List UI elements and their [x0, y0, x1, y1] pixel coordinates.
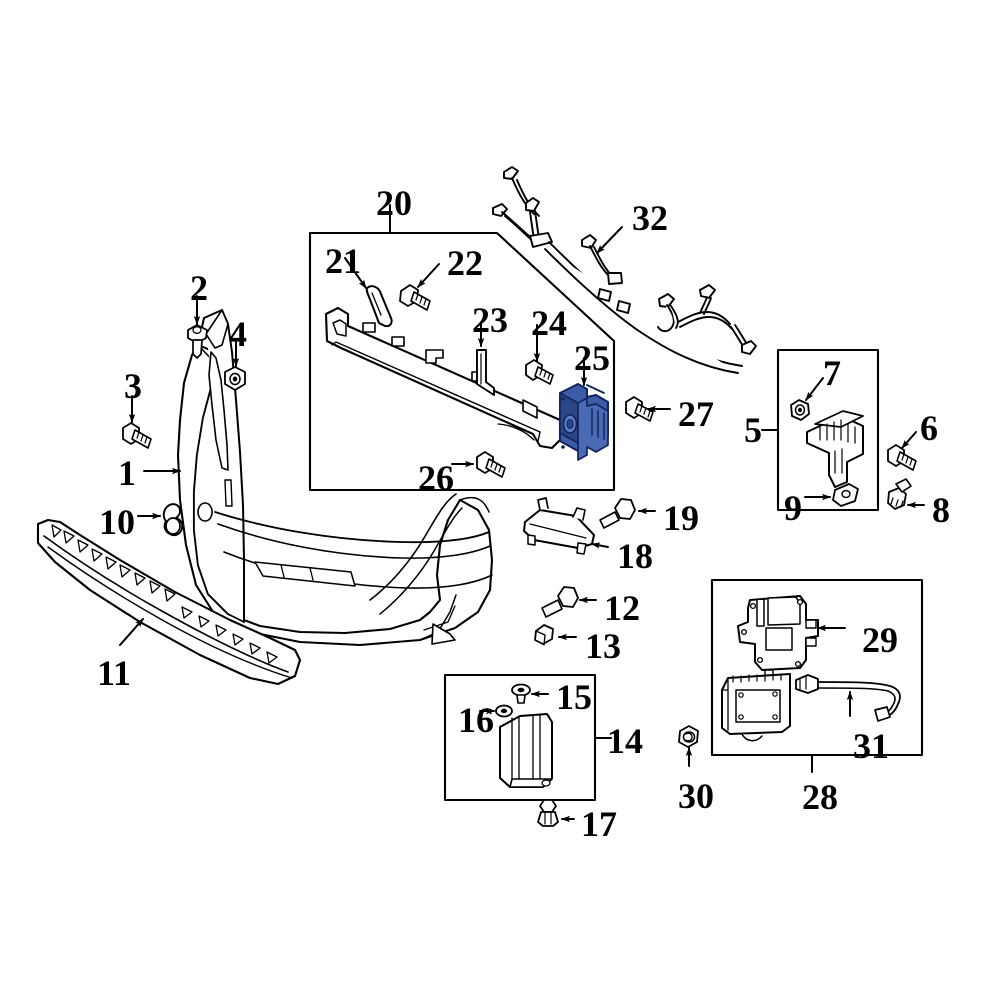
part-9-clip-nut: [832, 483, 859, 507]
part-7-nut: [790, 399, 810, 421]
arrow-7: [805, 377, 824, 401]
callout-2[interactable]: 2: [190, 268, 208, 308]
callout-30[interactable]: 30: [678, 776, 714, 816]
part-17-bolt: [537, 799, 559, 827]
group-box-20: [308, 204, 616, 492]
callout-29[interactable]: 29: [862, 620, 898, 660]
group-box-28: [710, 578, 924, 773]
callout-14[interactable]: 14: [607, 721, 643, 761]
callout-16[interactable]: 16: [458, 700, 494, 740]
arrow-21: [344, 257, 367, 289]
callout-4[interactable]: 4: [229, 314, 247, 354]
callout-8[interactable]: 8: [932, 490, 950, 530]
part-20-impact-bar: [324, 306, 562, 450]
arrow-18: [591, 542, 609, 549]
part-18-bracket: [523, 497, 595, 555]
part-8-bolt: [887, 478, 912, 510]
part-19-bolt: [599, 498, 636, 529]
callout-6[interactable]: 6: [920, 408, 938, 448]
part-24-bolt: [525, 359, 554, 385]
callout-1[interactable]: 1: [118, 453, 136, 493]
part-21-bracket: [365, 285, 393, 328]
callout-18[interactable]: 18: [617, 536, 653, 576]
part-13-nut: [534, 624, 554, 646]
arrow-32: [596, 226, 623, 254]
callout-11[interactable]: 11: [97, 653, 132, 693]
callout-15[interactable]: 15: [556, 677, 592, 717]
part-26-bolt: [476, 451, 506, 478]
part-25-distance-sensor-bracket-highlighted: [559, 383, 609, 461]
part-23-bracket: [476, 349, 495, 396]
arrow-11: [119, 618, 144, 646]
callout-27[interactable]: 27: [678, 394, 714, 434]
callout-20[interactable]: 20: [376, 183, 412, 223]
part-28-module: [721, 673, 791, 742]
part-12-bolt: [541, 586, 579, 618]
arrow-22: [417, 263, 440, 288]
callout-5[interactable]: 5: [744, 410, 762, 450]
part-32-wire-harness: [492, 166, 757, 374]
part-5-bracket: [806, 410, 864, 488]
callout-32[interactable]: 32: [632, 198, 668, 238]
callout-19[interactable]: 19: [663, 498, 699, 538]
callout-7[interactable]: 7: [823, 353, 841, 393]
callout-12[interactable]: 12: [604, 588, 640, 628]
part-29-bracket: [737, 595, 819, 679]
part-6-bolt: [887, 444, 917, 471]
part-31-jumper-harness: [795, 674, 901, 722]
part-10-tow-cap: [162, 503, 184, 537]
part-16-washer: [495, 704, 513, 718]
callout-10[interactable]: 10: [99, 502, 135, 542]
group-box-14: [443, 673, 612, 802]
callout-9[interactable]: 9: [784, 488, 802, 528]
callout-25[interactable]: 25: [574, 338, 610, 378]
callout-3[interactable]: 3: [124, 366, 142, 406]
callout-24[interactable]: 24: [531, 303, 567, 343]
callout-21[interactable]: 21: [325, 241, 361, 281]
callout-26[interactable]: 26: [418, 458, 454, 498]
part-4-nut: [224, 366, 246, 391]
callout-17[interactable]: 17: [581, 804, 617, 844]
part-11-lower-valance: [36, 518, 302, 686]
callout-31[interactable]: 31: [853, 726, 889, 766]
part-14-absorber: [499, 713, 553, 788]
part-3-bolt: [122, 422, 152, 449]
part-22-bolt: [399, 284, 431, 311]
callout-23[interactable]: 23: [472, 300, 508, 340]
part-15-grommet: [511, 683, 531, 704]
group-box-5: [761, 348, 880, 512]
arrow-6: [901, 431, 917, 449]
callout-28[interactable]: 28: [802, 777, 838, 817]
callout-22[interactable]: 22: [447, 243, 483, 283]
part-30-nut: [678, 725, 699, 748]
callout-13[interactable]: 13: [585, 626, 621, 666]
